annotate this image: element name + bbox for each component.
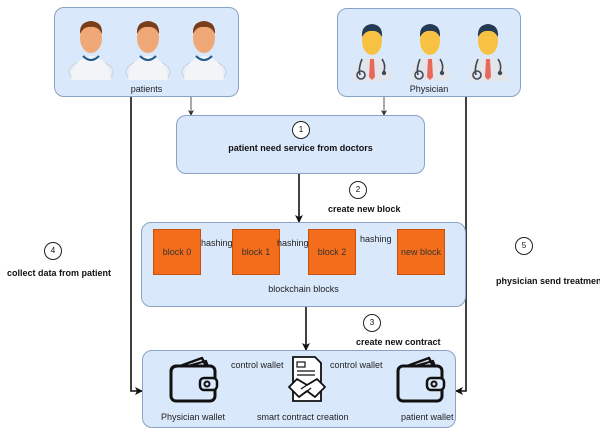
- step4-label: collect data from patient: [7, 268, 112, 278]
- block-2-label: block 2: [317, 247, 347, 257]
- block-new[interactable]: new block: [397, 229, 445, 275]
- physician-label: Physician: [409, 84, 449, 94]
- doctor-icon: [468, 24, 508, 81]
- blockchain-caption: blockchain blocks: [268, 284, 339, 294]
- step1-box[interactable]: 1 patient need service from doctors: [176, 115, 425, 174]
- patient-icon: [125, 21, 170, 80]
- physician-figures: [348, 17, 512, 81]
- hash-label-1: hashing: [277, 238, 309, 248]
- block-0-label: block 0: [162, 247, 192, 257]
- patients-to-contract-line: [130, 97, 143, 395]
- control-wallet-right-label: control wallet: [330, 360, 383, 370]
- step4-number: 4: [44, 242, 62, 260]
- physician-wallet-label: Physician wallet: [161, 412, 226, 422]
- block-0[interactable]: block 0: [153, 229, 201, 275]
- physician-to-contract-line: [455, 97, 467, 395]
- doctor-icon: [352, 24, 392, 81]
- patients-box[interactable]: patients: [54, 7, 239, 97]
- block-1[interactable]: block 1: [232, 229, 280, 275]
- contract-center-label: smart contract creation: [257, 412, 349, 422]
- doctor-icon: [410, 24, 450, 81]
- control-wallet-left-label: control wallet: [231, 360, 284, 370]
- smart-contract-icon[interactable]: [287, 355, 327, 403]
- patient-icon: [181, 21, 227, 80]
- patients-label: patients: [130, 84, 163, 94]
- patient-wallet-label: patient wallet: [401, 412, 454, 422]
- step3-label: create new contract: [356, 337, 441, 347]
- patient-icon: [68, 21, 114, 80]
- step1-number: 1: [292, 121, 310, 139]
- step3-number: 3: [363, 314, 381, 332]
- block-1-label: block 1: [241, 247, 271, 257]
- physician-box[interactable]: Physician: [337, 8, 521, 97]
- hash-label-2: hashing: [360, 234, 392, 244]
- patient-wallet-icon[interactable]: [395, 356, 447, 404]
- block-2[interactable]: block 2: [308, 229, 356, 275]
- hash-label-0: hashing: [201, 238, 233, 248]
- block-new-label: new block: [400, 247, 442, 257]
- physician-wallet-icon[interactable]: [168, 356, 220, 404]
- step1-label: patient need service from doctors: [228, 143, 373, 153]
- step2-number: 2: [349, 181, 367, 199]
- step5-label: physician send treatment: [496, 276, 600, 286]
- step2-label: create new block: [328, 204, 401, 214]
- patient-figures: [65, 14, 230, 80]
- step5-number: 5: [515, 237, 533, 255]
